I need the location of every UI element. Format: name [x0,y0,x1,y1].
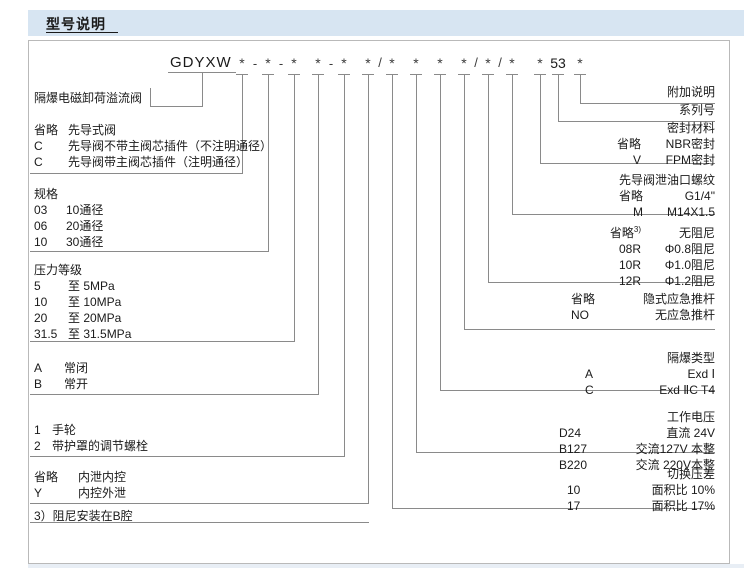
leader-drain-v [368,74,369,503]
leader-thread-v [512,74,513,214]
code-sep-4: / [378,55,382,70]
code-token-10: * [461,55,467,71]
leader-product-name-v2 [150,88,151,107]
leader-series-h [558,121,715,122]
code-token-14: * [577,55,583,71]
leader-series-v [558,74,559,121]
code-token-2: * [265,55,271,71]
leader-seal-v [540,74,541,163]
code-token-7: * [389,55,395,71]
footnote-rule [30,522,369,523]
leader-adjust-v [344,74,345,456]
leader-product-name-v [202,72,203,106]
label-series-number: 系列号 [678,103,715,117]
section-header-bar [28,10,744,36]
leader-rod-h [464,329,715,330]
leader-function-h [30,394,319,395]
label-product-name: 隔爆电磁卸荷溢流阀 [34,91,143,105]
diagram-frame [28,40,730,564]
leader-damping-h [488,282,715,283]
leader-adjust-h [30,456,345,457]
label-additional-note: 附加说明 [666,85,715,99]
code-token-13: * [537,55,543,71]
leader-voltage-h [416,452,715,453]
code-token-4: * [315,55,321,71]
label-footnote: 3）阻尼安装在B腔 [34,509,133,523]
code-token-1: * [239,55,245,71]
code-token-11: * [485,55,491,71]
leader-function-v [318,74,319,394]
page-title-underline [46,32,118,33]
code-sep-6: / [498,55,502,70]
leader-exd-h [440,390,715,391]
leader-exd-v [440,74,441,390]
leader-voltage-v [416,74,417,452]
code-token-9: * [437,55,443,71]
code-sep-2: - [278,56,284,71]
code-sep-1: - [252,56,258,71]
leader-specification-h [30,251,269,252]
model-code-prefix: GDYXW [170,54,232,71]
leader-pilot-type-v [242,74,243,173]
bottom-strip [28,564,744,568]
leader-rod-v [464,74,465,329]
leader-pressure-v [294,74,295,341]
leader-specification-v [268,74,269,251]
leader-thread-h [512,214,715,215]
leader-switchdiff-v [392,74,393,508]
leader-drain-h [30,503,369,504]
leader-pilot-type-h [30,173,243,174]
code-sep-5: / [474,55,478,70]
page-title: 型号说明 [46,16,106,32]
leader-product-name-h [150,106,203,107]
code-token-3: * [291,55,297,71]
code-series-number: 53 [550,55,566,71]
leader-addnote-v [580,74,581,103]
code-token-8: * [413,55,419,71]
code-token-6: * [365,55,371,71]
leader-switchdiff-h [392,508,715,509]
leader-damping-v [488,74,489,282]
code-token-5: * [341,55,347,71]
leader-addnote-h [580,103,715,104]
code-sep-3: - [328,56,334,71]
code-token-12: * [509,55,515,71]
leader-seal-h [540,163,715,164]
leader-pressure-h [30,341,295,342]
